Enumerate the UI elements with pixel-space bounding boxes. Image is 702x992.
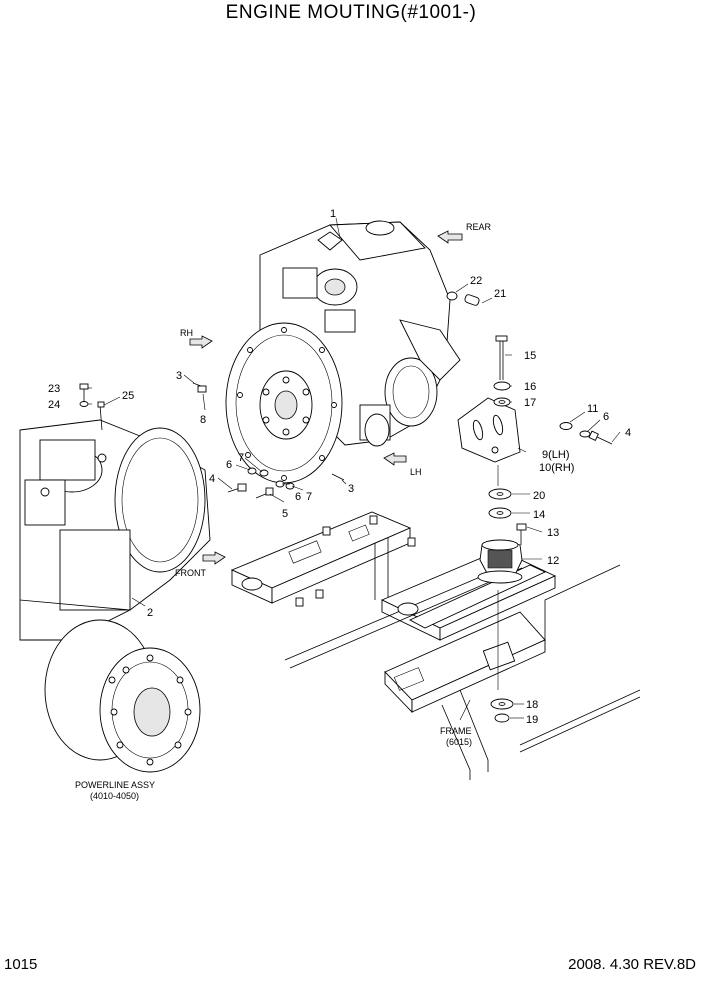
callout-9-lh: 9(LH) bbox=[542, 449, 570, 461]
lh-label: LH bbox=[410, 467, 422, 477]
direction-arrows bbox=[189, 230, 463, 565]
callout-25: 25 bbox=[122, 390, 134, 402]
callout-18: 18 bbox=[526, 699, 538, 711]
rubber-mount bbox=[477, 539, 523, 584]
callout-6c: 6 bbox=[603, 411, 609, 423]
callout-2: 2 bbox=[147, 607, 153, 619]
callout-4a: 4 bbox=[209, 473, 215, 485]
rh-label: RH bbox=[180, 328, 193, 338]
callout-24: 24 bbox=[48, 399, 60, 411]
callout-22: 22 bbox=[470, 275, 482, 287]
callout-1: 1 bbox=[330, 208, 336, 220]
callout-3a: 3 bbox=[176, 370, 182, 382]
powerline-code: (4010-4050) bbox=[90, 791, 139, 801]
revision-info: 2008. 4.30 REV.8D bbox=[568, 956, 696, 973]
callout-5: 5 bbox=[282, 508, 288, 520]
callout-14: 14 bbox=[533, 509, 545, 521]
direction-labels: REAR RH LH FRONT bbox=[175, 222, 492, 578]
engine-bracket bbox=[457, 397, 521, 463]
front-arrow-icon bbox=[202, 551, 226, 565]
callout-7b: 7 bbox=[306, 491, 312, 503]
callout-8: 8 bbox=[200, 414, 206, 426]
frame-label: FRAME bbox=[440, 726, 472, 736]
front-label: FRONT bbox=[175, 568, 206, 578]
rh-arrow-icon bbox=[189, 335, 213, 349]
powerline-assembly bbox=[19, 419, 211, 773]
engine-assembly bbox=[225, 220, 461, 484]
lh-arrow-icon bbox=[383, 452, 407, 466]
callout-6b: 6 bbox=[295, 491, 301, 503]
callout-10-rh: 10(RH) bbox=[539, 462, 574, 474]
callout-13: 13 bbox=[547, 527, 559, 539]
callout-19: 19 bbox=[526, 714, 538, 726]
page-number: 1015 bbox=[4, 956, 38, 973]
powerline-label: POWERLINE ASSY bbox=[75, 780, 155, 790]
callout-21: 21 bbox=[494, 288, 506, 300]
rear-arrow-icon bbox=[437, 230, 463, 244]
page-title: ENGINE MOUTING(#1001-) bbox=[225, 2, 477, 23]
frame-code: (6015) bbox=[446, 737, 472, 747]
callout-4b: 4 bbox=[625, 427, 631, 439]
callout-labels: 1 2 3 3 4 4 5 6 6 6 7 7 8 9(LH) 10(RH) 1… bbox=[48, 208, 631, 726]
leader-lines bbox=[88, 217, 621, 721]
callout-23: 23 bbox=[48, 383, 60, 395]
vehicle-frame bbox=[230, 511, 641, 780]
rear-label: REAR bbox=[466, 222, 492, 232]
callout-3b: 3 bbox=[348, 483, 354, 495]
callout-11: 11 bbox=[587, 403, 598, 415]
callout-17: 17 bbox=[524, 397, 536, 409]
callout-7a: 7 bbox=[238, 452, 244, 464]
fasteners bbox=[79, 291, 613, 723]
callout-15: 15 bbox=[524, 350, 536, 362]
callout-16: 16 bbox=[524, 381, 536, 393]
reference-labels: FRAME (6015) POWERLINE ASSY (4010-4050) bbox=[75, 726, 472, 801]
callout-12: 12 bbox=[547, 555, 559, 567]
callout-6a: 6 bbox=[226, 459, 232, 471]
callout-20: 20 bbox=[533, 490, 545, 502]
